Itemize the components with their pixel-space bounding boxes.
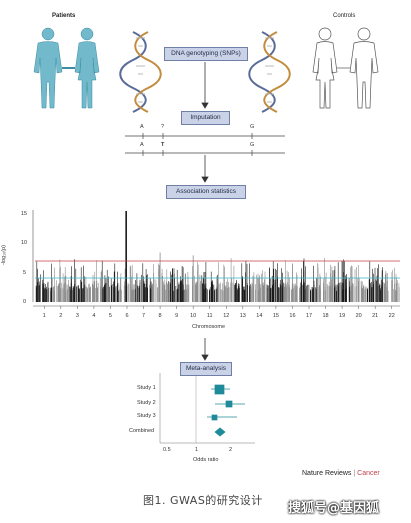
study-1-estimate <box>214 384 225 395</box>
chromosome-label-12: 12 <box>223 313 230 319</box>
source-credit: Nature Reviews | Cancer <box>302 470 380 477</box>
dna-helix-right <box>248 31 291 113</box>
forest-study-1-label: Study 1 <box>137 385 156 391</box>
chromosome-label-11: 11 <box>206 313 213 319</box>
chromosome-label-3: 3 <box>75 313 79 319</box>
chromosome-label-14: 14 <box>256 313 263 319</box>
chromosome-label-21: 21 <box>372 313 379 319</box>
imputation-box: Imputation <box>181 111 230 125</box>
chromosome-label-16: 16 <box>289 313 296 319</box>
controls-label: Controls <box>333 13 356 19</box>
imputation-lines <box>125 133 285 156</box>
chromosome-label-7: 7 <box>142 313 146 319</box>
manhattan-y-label: -log₁₀(p) <box>1 244 8 266</box>
chromosome-label-18: 18 <box>322 313 329 319</box>
chromosome-label-15: 15 <box>272 313 279 319</box>
figure-caption: 图1. GWAS的研究设计 <box>143 494 263 507</box>
chromosome-label-22: 22 <box>388 313 395 319</box>
forest-xtick-1: 1 <box>195 447 199 453</box>
forest-study-2-label: Study 2 <box>137 400 156 406</box>
manhattan-x-label: Chromosome <box>192 324 226 330</box>
manhattan-ytick-0: 0 <box>23 299 27 305</box>
combined-estimate <box>214 427 226 437</box>
chromosome-label-9: 9 <box>175 313 179 319</box>
chromosome-label-4: 4 <box>92 313 96 319</box>
imputation-row1-allele-g: G <box>250 124 255 130</box>
patients-label: Patients <box>52 13 76 19</box>
controls-figures <box>312 27 379 109</box>
patients-figures <box>33 27 100 109</box>
chromosome-label-6: 6 <box>125 313 129 319</box>
watermark: 搜狐号@基因狐 <box>288 501 380 516</box>
chromosome-label-5: 5 <box>108 313 112 319</box>
imputation-row1-allele-a: A <box>140 124 144 130</box>
study-2-estimate <box>225 400 233 408</box>
chromosome-label-10: 10 <box>190 313 197 319</box>
forest-xtick-2: 2 <box>229 447 233 453</box>
dna-genotyping-box: DNA genotyping (SNPs) <box>164 47 248 61</box>
forest-study-3-label: Study 3 <box>137 413 156 419</box>
manhattan-ytick-15: 15 <box>21 211 28 217</box>
chromosome-label-17: 17 <box>305 313 313 319</box>
manhattan-plot <box>32 210 400 309</box>
dna-helix-left <box>119 31 162 113</box>
forest-xtick-0-5: 0.5 <box>163 447 171 453</box>
source-separator: | <box>351 470 358 477</box>
manhattan-ytick-5: 5 <box>23 270 27 276</box>
forest-x-label: Odds ratio <box>193 457 219 463</box>
study-3-estimate <box>211 414 218 421</box>
source-section: Cancer <box>357 470 380 477</box>
association-statistics-box: Association statistics <box>166 185 246 199</box>
manhattan-ytick-10: 10 <box>21 240 28 246</box>
source-brand: Nature Reviews <box>302 470 352 477</box>
forest-marks <box>207 384 245 437</box>
meta-analysis-box: Meta-analysis <box>180 362 232 376</box>
imputation-row1-allele-unknown: ? <box>161 124 165 130</box>
chromosome-label-13: 13 <box>239 313 246 319</box>
chromosome-label-1: 1 <box>42 313 46 319</box>
imputation-row2-allele-a: A <box>140 142 144 148</box>
chromosome-label-19: 19 <box>339 313 346 319</box>
imputation-row2-allele-t: T <box>161 142 165 148</box>
chromosome-label-20: 20 <box>355 313 362 319</box>
forest-plot <box>159 373 255 444</box>
forest-combined-label: Combined <box>129 428 155 434</box>
chromosome-label-8: 8 <box>158 313 162 319</box>
chromosome-label-2: 2 <box>59 313 63 319</box>
flow-arrows <box>201 62 209 361</box>
imputation-row2-allele-g: G <box>250 142 255 148</box>
